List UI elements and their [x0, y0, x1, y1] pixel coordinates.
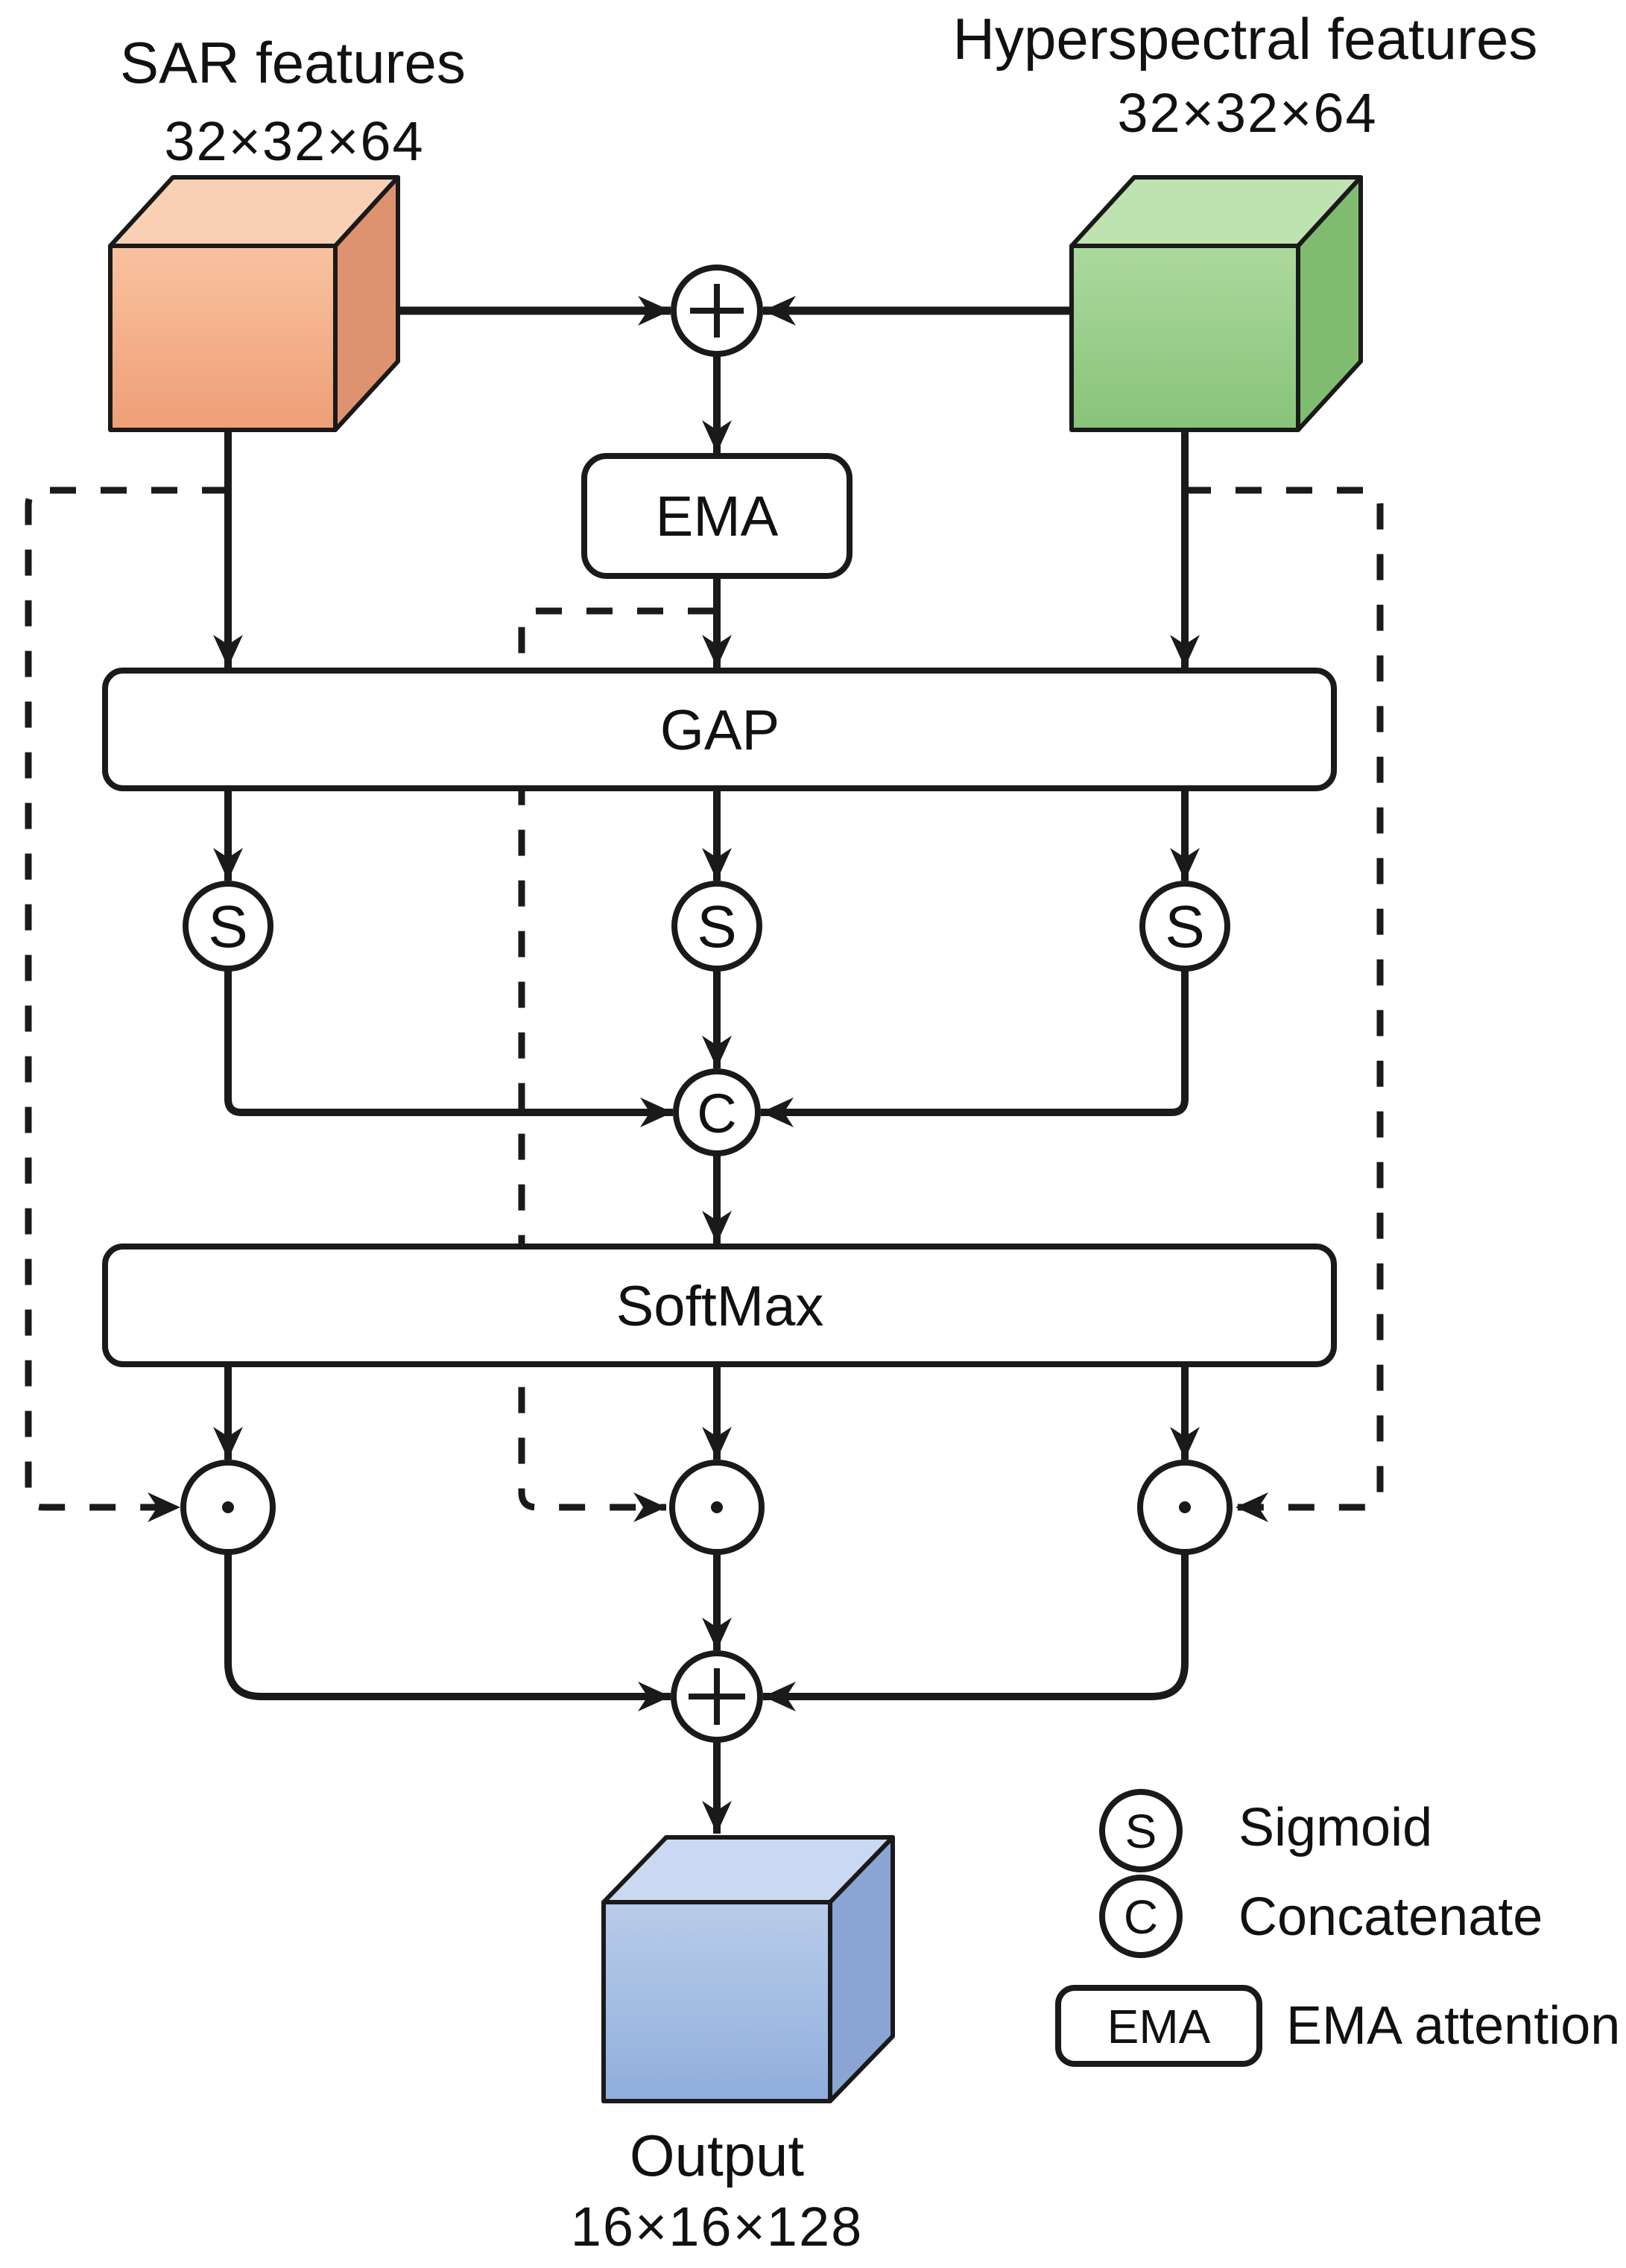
sar-cube-front-face [108, 244, 338, 432]
multiply-node-left [180, 1460, 276, 1555]
sigmoid-circle-right [1139, 881, 1230, 972]
concat-label: C [697, 1083, 736, 1144]
sar-features-dims: 32×32×64 [164, 110, 424, 172]
add-node-top [671, 265, 763, 357]
sigmoid-node-right: S [1139, 881, 1230, 972]
output-cube [601, 1835, 895, 2103]
add-icon-top [690, 284, 744, 338]
connector-sigmoid-left-to-concat [224, 969, 673, 1127]
sigmoid-label-left: S [208, 893, 247, 960]
softmax-block [102, 1244, 1337, 1367]
sigmoid-circle-mid [671, 881, 762, 972]
hyperspectral-cube [1069, 175, 1363, 432]
dashed-connector-ema-to-multiply-mid [518, 607, 714, 1522]
multiply-node-mid [669, 1460, 765, 1555]
sigmoid-label-mid: S [697, 893, 736, 960]
output-cube-front-face [601, 1900, 832, 2103]
connector-sigmoid-right-to-concat [761, 969, 1189, 1127]
add-node-bottom [671, 1650, 763, 1743]
connector-multiply-right-to-add [763, 1552, 1189, 1711]
output-label: Output [630, 2123, 804, 2188]
legend-sigmoid-label: Sigmoid [1239, 1798, 1432, 1857]
legend-concatenate-circle [1099, 1875, 1183, 1958]
ema-block-label: EMA [656, 485, 779, 548]
softmax-block-label: SoftMax [616, 1275, 824, 1338]
concat-circle [673, 1068, 761, 1156]
gap-block-label: GAP [660, 699, 780, 762]
sigmoid-circle-left [183, 881, 273, 972]
hyperspectral-features-label: Hyperspectral features [953, 6, 1538, 72]
legend-concatenate-item: C Concatenate [1099, 1875, 1543, 1958]
concat-node: C [673, 1068, 761, 1156]
multiply-dot-icon-left [222, 1501, 234, 1513]
ema-block [581, 453, 852, 579]
legend-ema-item: EMA EMA attention [1055, 1985, 1620, 2067]
multiply-dot-icon-mid [711, 1501, 723, 1513]
legend-concatenate-symbol: C [1124, 1890, 1158, 1944]
gap-block [102, 668, 1337, 791]
legend-ema-symbol: EMA [1107, 2000, 1211, 2053]
sigmoid-node-left: S [183, 881, 273, 972]
output-dims: 16×16×128 [571, 2196, 864, 2258]
connector-multiply-left-to-add [224, 1552, 671, 1711]
legend-concatenate-label: Concatenate [1239, 1887, 1543, 1947]
legend: S Sigmoid C Concatenate EMA EMA attentio… [1055, 1789, 1620, 2067]
multiply-node-right [1137, 1460, 1233, 1555]
hyperspectral-cube-front-face [1069, 244, 1300, 432]
sar-features-label: SAR features [120, 30, 466, 95]
sigmoid-label-right: S [1165, 893, 1204, 960]
sar-cube [108, 175, 400, 432]
multiply-dot-icon-right [1179, 1501, 1191, 1513]
legend-sigmoid-circle [1099, 1789, 1183, 1872]
legend-ema-box [1055, 1985, 1262, 2067]
legend-ema-label: EMA attention [1286, 1996, 1620, 2056]
legend-sigmoid-item: S Sigmoid [1099, 1789, 1432, 1872]
legend-sigmoid-symbol: S [1125, 1805, 1157, 1858]
sigmoid-node-mid: S [671, 881, 762, 972]
hyperspectral-features-dims: 32×32×64 [1117, 82, 1377, 144]
add-icon-bottom [689, 1668, 745, 1725]
